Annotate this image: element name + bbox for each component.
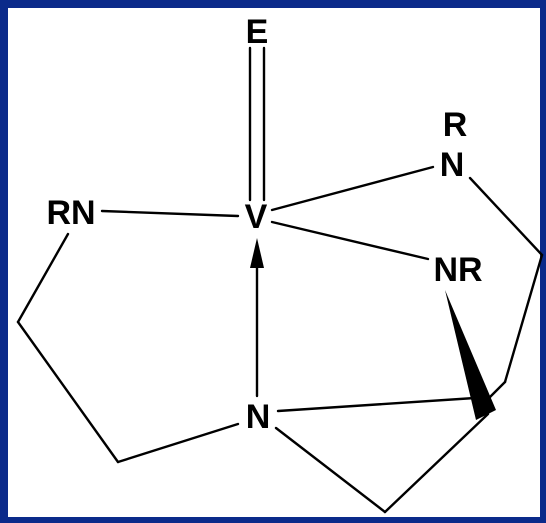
bond-c-bottom-c: [383, 412, 490, 514]
atom-v: V: [245, 198, 268, 236]
arrowhead: [250, 238, 264, 268]
bond-n-c-bottom: [274, 426, 387, 514]
bond-v-n-top: [270, 165, 435, 212]
bond-n-top-c: [468, 176, 544, 257]
atom-r-top: R: [443, 106, 468, 144]
bond-c-junction: [488, 380, 507, 399]
bond-c-c-right: [503, 253, 544, 384]
bond-c2-n: [116, 422, 240, 464]
wedge-bond: [445, 290, 496, 420]
bond-rn-c1: [16, 232, 70, 324]
atom-nr-right: NR: [433, 251, 482, 289]
bond-v-nr: [270, 220, 430, 261]
bond-n-c-right: [276, 395, 492, 413]
bond-v-rn: [100, 209, 240, 218]
atom-e: E: [246, 13, 269, 51]
atom-n-top: N: [440, 146, 465, 184]
atom-n-center: N: [246, 398, 271, 436]
bond-c1-c2: [16, 320, 120, 464]
atom-rn-left: RN: [46, 194, 95, 232]
